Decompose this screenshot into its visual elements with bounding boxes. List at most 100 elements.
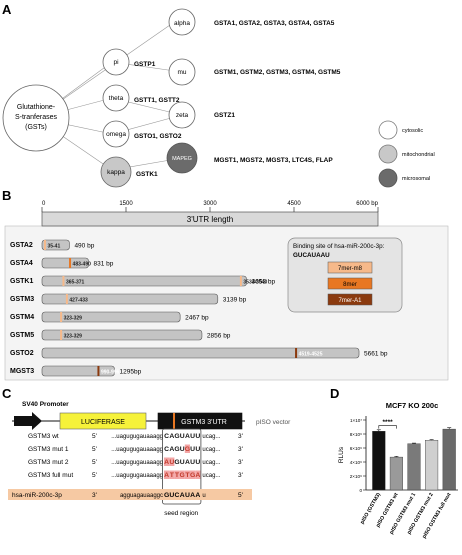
construct-3prime: 3' — [238, 446, 243, 453]
seed-base: U — [190, 433, 195, 440]
gene-label-gstm4: GSTM4 — [10, 314, 34, 321]
class-theta-label: theta — [109, 95, 124, 102]
chart-y-tick-label: 4×10⁶ — [350, 460, 362, 465]
gene-label-gstk1: GSTK1 — [10, 278, 33, 285]
class-omega-node — [102, 120, 130, 148]
utr-length-mgst3: 1295bp — [120, 369, 142, 376]
class-mu-label: mu — [177, 69, 186, 76]
binding-site-label-gstk1: 365-371 — [66, 279, 85, 285]
utr-axis-tick-label: 3000 — [203, 201, 217, 207]
utr-length-gstk1: 3653 bp — [252, 279, 276, 286]
class-alpha-node — [168, 8, 196, 36]
utr-bar-gsto2 — [41, 347, 360, 359]
bar-piso-gstm3-mut-1 — [407, 443, 421, 491]
legend-7mer-m8-label: 7mer-m8 — [338, 266, 363, 272]
binding-site-gstm3 — [65, 294, 68, 304]
seed-base: U — [180, 446, 185, 453]
class-pi-genes: GSTP1 — [134, 61, 156, 68]
class-pi-node — [102, 48, 130, 76]
seed-base: U — [169, 459, 174, 466]
binding-site-label-gstm3: 427-433 — [69, 297, 88, 303]
binding-site-label-gstm4: 323-329 — [64, 315, 83, 321]
seed-base: C — [164, 446, 169, 453]
seed-base: U — [195, 459, 200, 466]
binding-site-gsto2 — [295, 348, 298, 358]
mirna-5prime: 5' — [238, 492, 243, 499]
mutated-base-highlight — [164, 457, 170, 466]
mirna-seed-base: A — [195, 492, 200, 499]
binding-site-gstm4 — [60, 312, 63, 322]
binding-site-label-gsto2: 4519-4525 — [299, 351, 323, 357]
seed-base: A — [164, 459, 169, 466]
class-mapeg-genes: MGST1, MGST2, MGST3, LTC4S, FLAP — [214, 157, 333, 164]
gene-label-gsta4: GSTA4 — [10, 260, 33, 267]
class-zeta-label: zeta — [176, 112, 189, 119]
mutated-base-highlight — [169, 470, 175, 479]
class-mapeg-node — [166, 142, 198, 174]
legend-mitochondrial-label: mitochondrial — [402, 152, 435, 158]
mirna-3prime: 3' — [92, 492, 97, 499]
class-pi-label: pi — [113, 59, 118, 66]
luciferase-box — [59, 412, 147, 430]
panel-b-letter: B — [2, 188, 11, 203]
gst-root-label-1: Glutathione- — [17, 104, 56, 111]
class-mu-node — [168, 58, 196, 86]
seed-base: U — [195, 433, 200, 440]
construct-flank: ...uagugugauaaagg — [111, 434, 163, 440]
legend-cytosolic-label: cytosolic — [402, 128, 423, 134]
mirna-band — [8, 489, 252, 500]
seed-base: T — [185, 472, 190, 479]
construct-tail: ucag... — [202, 434, 220, 440]
seed-base: U — [180, 459, 185, 466]
seed-base: G — [174, 459, 179, 466]
class-theta-genes: GSTT1, GSTT2 — [134, 97, 180, 104]
class-theta-node — [102, 84, 130, 112]
gene-label-gstm3: GSTM3 — [10, 296, 34, 303]
class-mapeg-label: MAPEG — [172, 156, 192, 162]
sv40-promoter-label: SV40 Promoter — [22, 401, 69, 408]
bar-piso-gstm3-full-mut — [442, 428, 456, 491]
construct-name-gstm3-mut-1: GSTM3 mut 1 — [28, 446, 69, 453]
mutated-base-highlight — [184, 470, 190, 479]
mutated-base-highlight — [184, 444, 190, 453]
mutated-base-highlight — [174, 470, 180, 479]
mirna-seed-base: U — [185, 492, 190, 499]
construct-tail: ucag... — [202, 473, 220, 479]
luciferase-bar-chart: MCF7 KO 200cRLUs02×10⁶4×10⁶6×10⁶8×10⁶1×1… — [338, 401, 458, 540]
seed-region-label: seed region — [164, 510, 198, 517]
mirna-tail: u — [202, 493, 205, 499]
construct-5prime: 5' — [92, 433, 97, 440]
binding-legend-seq: GUCAUAAU — [293, 252, 330, 259]
construct-flank: ...uagugugauaaagg — [111, 460, 163, 466]
pISO-vector-label: pISO vector — [256, 419, 291, 426]
seed-base: U — [190, 446, 195, 453]
mutated-base-highlight — [164, 470, 170, 479]
binding-site-gsta2 — [43, 240, 46, 250]
utr-bar-gstm5 — [41, 329, 203, 341]
binding-legend-title: Binding site of hsa-miR-200c-3p: — [293, 243, 385, 250]
construct-5prime: 5' — [92, 446, 97, 453]
class-zeta-genes: GSTZ1 — [214, 112, 235, 119]
mirna-seed-base: U — [169, 492, 174, 499]
class-kappa-genes: GSTK1 — [136, 171, 158, 178]
construct-flank: ...uagugugauaaagg — [111, 447, 163, 453]
significance-bracket — [378, 425, 397, 429]
utr-length-gsta4: 831 bp — [94, 261, 114, 268]
utr-length-gstm3: 3139 bp — [223, 297, 247, 304]
seed-region-box — [162, 428, 202, 505]
seed-base: T — [170, 472, 175, 479]
construct-5prime: 5' — [92, 459, 97, 466]
bar-piso-gstm3 — [372, 431, 386, 491]
construct-name-gstm3-full-mut: GSTM3 full mut — [28, 472, 73, 479]
mutated-base-highlight — [179, 470, 185, 479]
construct-name-gstm3-wt: GSTM3 wt — [28, 433, 59, 440]
mirna-seed-base: A — [190, 492, 195, 499]
utr-axis-title: 3'UTR length — [187, 215, 233, 224]
chart-y-tick-label: 1×10⁷ — [350, 418, 362, 423]
class-alpha-label: alpha — [174, 20, 190, 27]
class-alpha-genes: GSTA1, GSTA2, GSTA3, GSTA4, GSTA5 — [214, 20, 335, 27]
utr-axis-tick-label: 0 — [42, 201, 46, 207]
seed-base: G — [174, 446, 179, 453]
